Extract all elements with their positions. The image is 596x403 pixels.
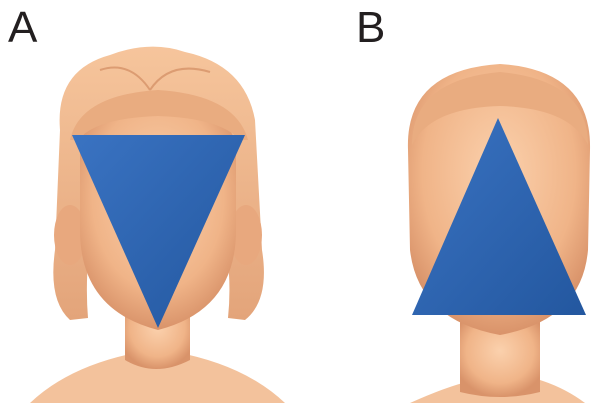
head-figure-b	[300, 0, 596, 403]
head-figure-a	[0, 0, 300, 403]
